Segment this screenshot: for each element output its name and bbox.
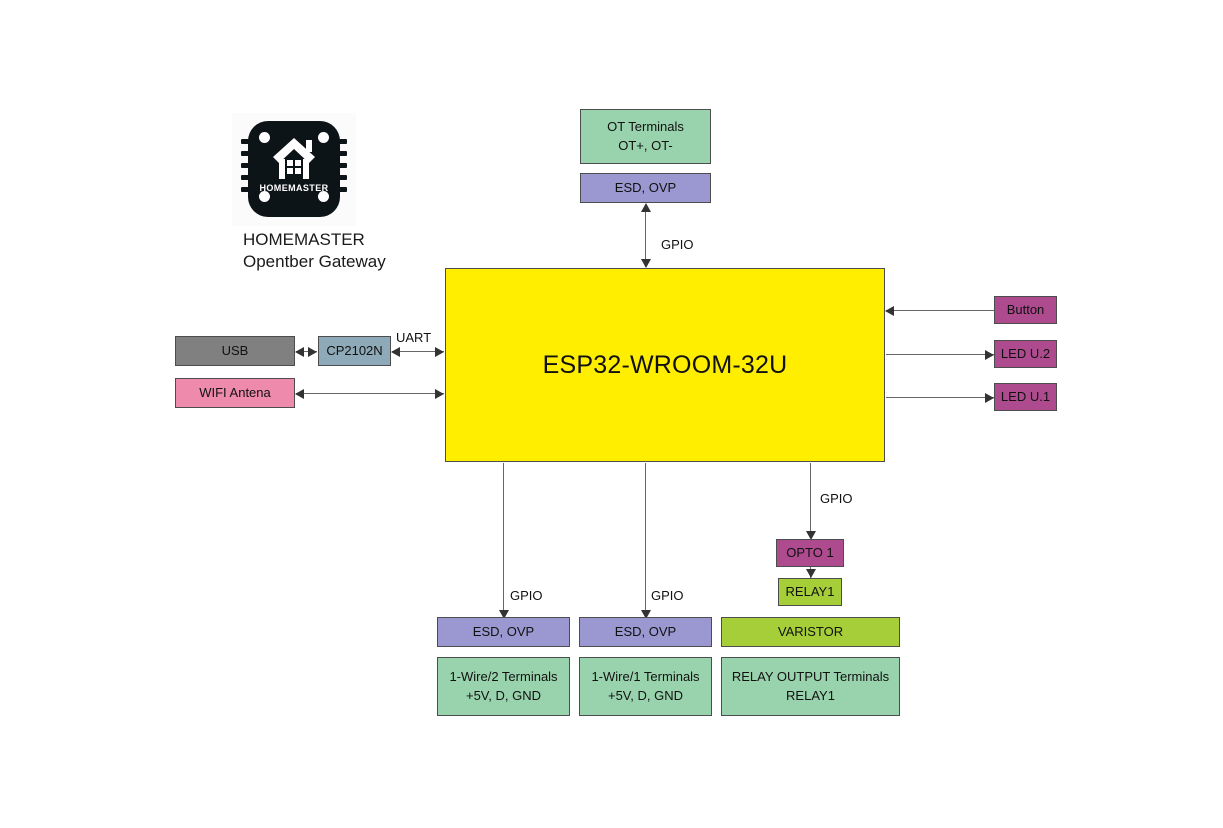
block-esd-ovp-top[interactable]: ESD, OVP bbox=[580, 173, 711, 203]
arrowhead-mcu-wifi-right bbox=[435, 389, 444, 399]
logo-caption-line2: Opentber Gateway bbox=[243, 252, 386, 272]
esd-ovp-top-label: ESD, OVP bbox=[614, 179, 677, 195]
arrowhead-into-relay1 bbox=[806, 569, 816, 578]
chip-screw-bottom-left bbox=[259, 191, 270, 202]
onewire1-terminals-line2: +5V, D, GND bbox=[607, 687, 684, 703]
relay1-label: RELAY1 bbox=[785, 583, 835, 599]
arrowhead-esd-top-up bbox=[641, 203, 651, 212]
chip-pin-left-4 bbox=[241, 175, 250, 180]
connector-mcu-esd-onewire2 bbox=[503, 463, 504, 617]
logo-wordmark: HOMEMASTER bbox=[259, 183, 329, 193]
edge-label-gpio-opto: GPIO bbox=[820, 491, 853, 506]
edge-label-gpio-onewire1: GPIO bbox=[651, 588, 684, 603]
usb-label: USB bbox=[221, 342, 249, 358]
arrowhead-usb-left bbox=[295, 347, 304, 357]
onewire1-terminals-line1: 1-Wire/1 Terminals bbox=[591, 668, 700, 684]
onewire2-terminals-line2: +5V, D, GND bbox=[465, 687, 542, 703]
connector-mcu-led-u2 bbox=[886, 354, 994, 355]
block-button[interactable]: Button bbox=[994, 296, 1057, 324]
block-relay1[interactable]: RELAY1 bbox=[778, 578, 842, 606]
wifi-antenna-label: WIFI Antena bbox=[199, 384, 271, 400]
arrowhead-into-esd-onewire2 bbox=[499, 610, 509, 619]
connector-mcu-esd-onewire1 bbox=[645, 463, 646, 617]
block-esd-ovp-onewire2[interactable]: ESD, OVP bbox=[437, 617, 570, 647]
connector-usb-cp2102n bbox=[296, 351, 317, 352]
arrowhead-button-into-mcu bbox=[885, 306, 894, 316]
arrowhead-into-esd-onewire1 bbox=[641, 610, 651, 619]
block-wifi-antenna[interactable]: WIFI Antena bbox=[175, 378, 295, 408]
chip-pin-right-4 bbox=[338, 175, 347, 180]
opto1-label: OPTO 1 bbox=[786, 544, 834, 560]
connector-mcu-opto1 bbox=[810, 463, 811, 534]
led-u1-label: LED U.1 bbox=[1000, 388, 1051, 404]
cp2102n-label: CP2102N bbox=[326, 342, 383, 358]
arrowhead-mcu-top-down bbox=[641, 259, 651, 268]
block-varistor[interactable]: VARISTOR bbox=[721, 617, 900, 647]
chip-pin-right-2 bbox=[338, 151, 347, 156]
homemaster-logo: HOMEMASTER bbox=[232, 113, 356, 226]
block-ot-terminals[interactable]: OT Terminals OT+, OT- bbox=[580, 109, 711, 164]
arrowhead-into-led-u2 bbox=[985, 350, 994, 360]
block-usb[interactable]: USB bbox=[175, 336, 295, 366]
chip-pin-left-5 bbox=[241, 187, 250, 192]
chip-pin-right-3 bbox=[338, 163, 347, 168]
chip-pin-left-2 bbox=[241, 151, 250, 156]
button-label: Button bbox=[1006, 301, 1045, 317]
connector-button-mcu bbox=[886, 310, 994, 311]
connector-mcu-led-u1 bbox=[886, 397, 994, 398]
house-icon bbox=[273, 138, 315, 179]
edge-label-uart: UART bbox=[396, 330, 432, 345]
chip-icon: HOMEMASTER bbox=[241, 121, 347, 217]
arrowhead-cp2102n-left-right bbox=[308, 347, 317, 357]
edge-label-gpio-top: GPIO bbox=[661, 237, 694, 252]
esd-ovp-onewire2-label: ESD, OVP bbox=[472, 623, 535, 639]
arrowhead-cp2102n-right-left bbox=[391, 347, 400, 357]
logo-caption: HOMEMASTER Opentber Gateway bbox=[243, 229, 473, 274]
ot-terminals-line1: OT Terminals bbox=[607, 118, 684, 134]
edge-label-gpio-onewire2: GPIO bbox=[510, 588, 543, 603]
logo-caption-line1: HOMEMASTER bbox=[243, 230, 365, 249]
arrowhead-wifi-left bbox=[295, 389, 304, 399]
varistor-label: VARISTOR bbox=[777, 623, 844, 639]
esd-ovp-onewire1-label: ESD, OVP bbox=[614, 623, 677, 639]
arrowhead-into-led-u1 bbox=[985, 393, 994, 403]
ot-terminals-line2: OT+, OT- bbox=[618, 137, 673, 153]
block-esd-ovp-onewire1[interactable]: ESD, OVP bbox=[579, 617, 712, 647]
esp32-label: ESP32-WROOM-32U bbox=[542, 350, 788, 379]
chip-screw-bottom-right bbox=[318, 191, 329, 202]
block-esp32-wroom-32u[interactable]: ESP32-WROOM-32U bbox=[445, 268, 885, 462]
relay-output-terminals-line1: RELAY OUTPUT Terminals bbox=[731, 668, 890, 684]
connector-wifi-mcu bbox=[296, 393, 444, 394]
relay-output-terminals-line2: RELAY1 bbox=[786, 687, 835, 703]
chip-pin-right-5 bbox=[338, 187, 347, 192]
block-onewire1-terminals[interactable]: 1-Wire/1 Terminals +5V, D, GND bbox=[579, 657, 712, 716]
block-led-u2[interactable]: LED U.2 bbox=[994, 340, 1057, 368]
connector-cp2102n-mcu bbox=[392, 351, 444, 352]
block-led-u1[interactable]: LED U.1 bbox=[994, 383, 1057, 411]
block-relay-output-terminals[interactable]: RELAY OUTPUT Terminals RELAY1 bbox=[721, 657, 900, 716]
chip-pin-left-3 bbox=[241, 163, 250, 168]
chip-pin-right-1 bbox=[338, 139, 347, 144]
connector-mcu-esd-top bbox=[645, 205, 646, 267]
chip-pin-left-1 bbox=[241, 139, 250, 144]
onewire2-terminals-line1: 1-Wire/2 Terminals bbox=[449, 668, 558, 684]
led-u2-label: LED U.2 bbox=[1000, 345, 1051, 361]
arrowhead-into-opto1 bbox=[806, 531, 816, 540]
block-cp2102n[interactable]: CP2102N bbox=[318, 336, 391, 366]
block-onewire2-terminals[interactable]: 1-Wire/2 Terminals +5V, D, GND bbox=[437, 657, 570, 716]
chip-screw-top-right bbox=[318, 132, 329, 143]
chip-screw-top-left bbox=[259, 132, 270, 143]
block-opto1[interactable]: OPTO 1 bbox=[776, 539, 844, 567]
arrowhead-mcu-uart-right bbox=[435, 347, 444, 357]
